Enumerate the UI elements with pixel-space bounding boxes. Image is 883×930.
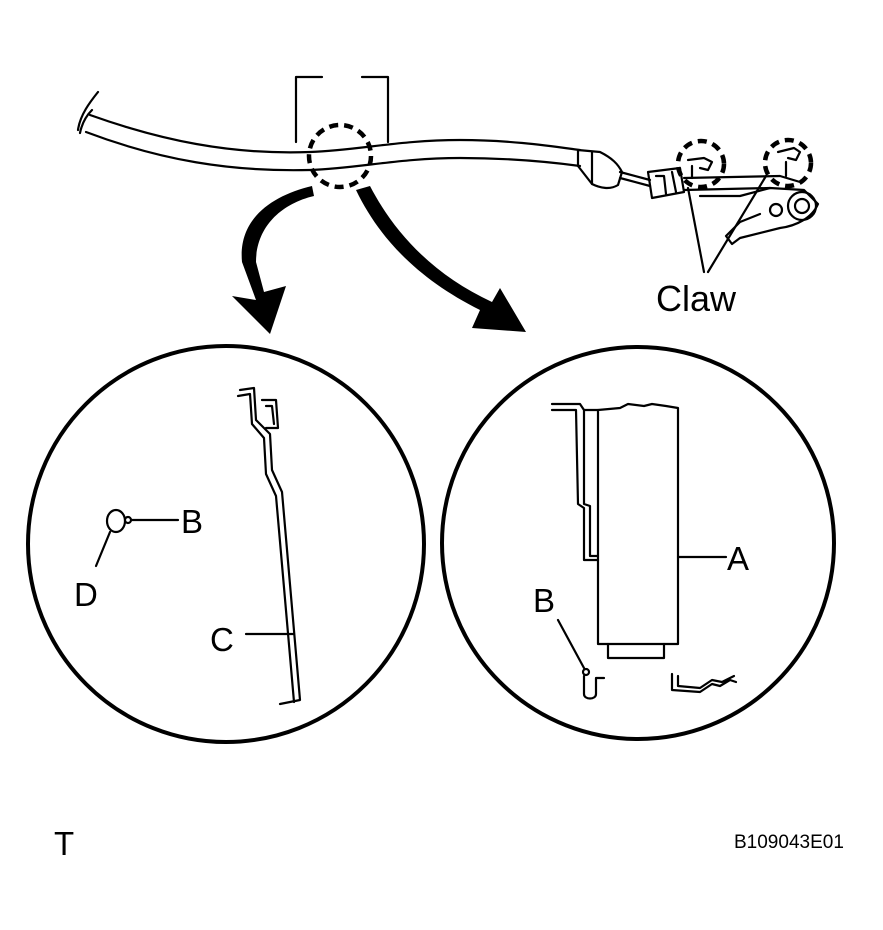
label-c: C	[210, 621, 234, 658]
leader-b-right	[556, 618, 586, 670]
part-a-block	[550, 402, 680, 660]
label-d: D	[74, 576, 98, 613]
figure-code: B109043E01	[734, 832, 844, 853]
claw-leader-lines	[686, 174, 768, 274]
part-c-rod	[236, 386, 302, 706]
arrow-right	[356, 186, 526, 332]
clamp-bracket	[294, 75, 390, 144]
part-b-hook	[581, 667, 606, 700]
label-b-left: B	[181, 503, 203, 540]
detail-circle-right	[440, 345, 836, 741]
label-b-right: B	[533, 582, 555, 619]
claw-label: Claw	[656, 278, 737, 319]
detail-marker-cable	[306, 122, 374, 190]
latch-mechanism	[646, 146, 820, 246]
cable-assembly	[76, 90, 652, 190]
detail-circle-left	[26, 344, 426, 744]
label-t: T	[54, 825, 74, 862]
detail-marker-claw-left	[675, 138, 727, 190]
leader-d	[94, 530, 112, 568]
detail-marker-claw-right	[762, 137, 814, 189]
part-d-ring	[105, 508, 133, 534]
spring-wire	[670, 672, 738, 694]
label-a: A	[727, 540, 749, 577]
arrow-left	[232, 186, 314, 334]
